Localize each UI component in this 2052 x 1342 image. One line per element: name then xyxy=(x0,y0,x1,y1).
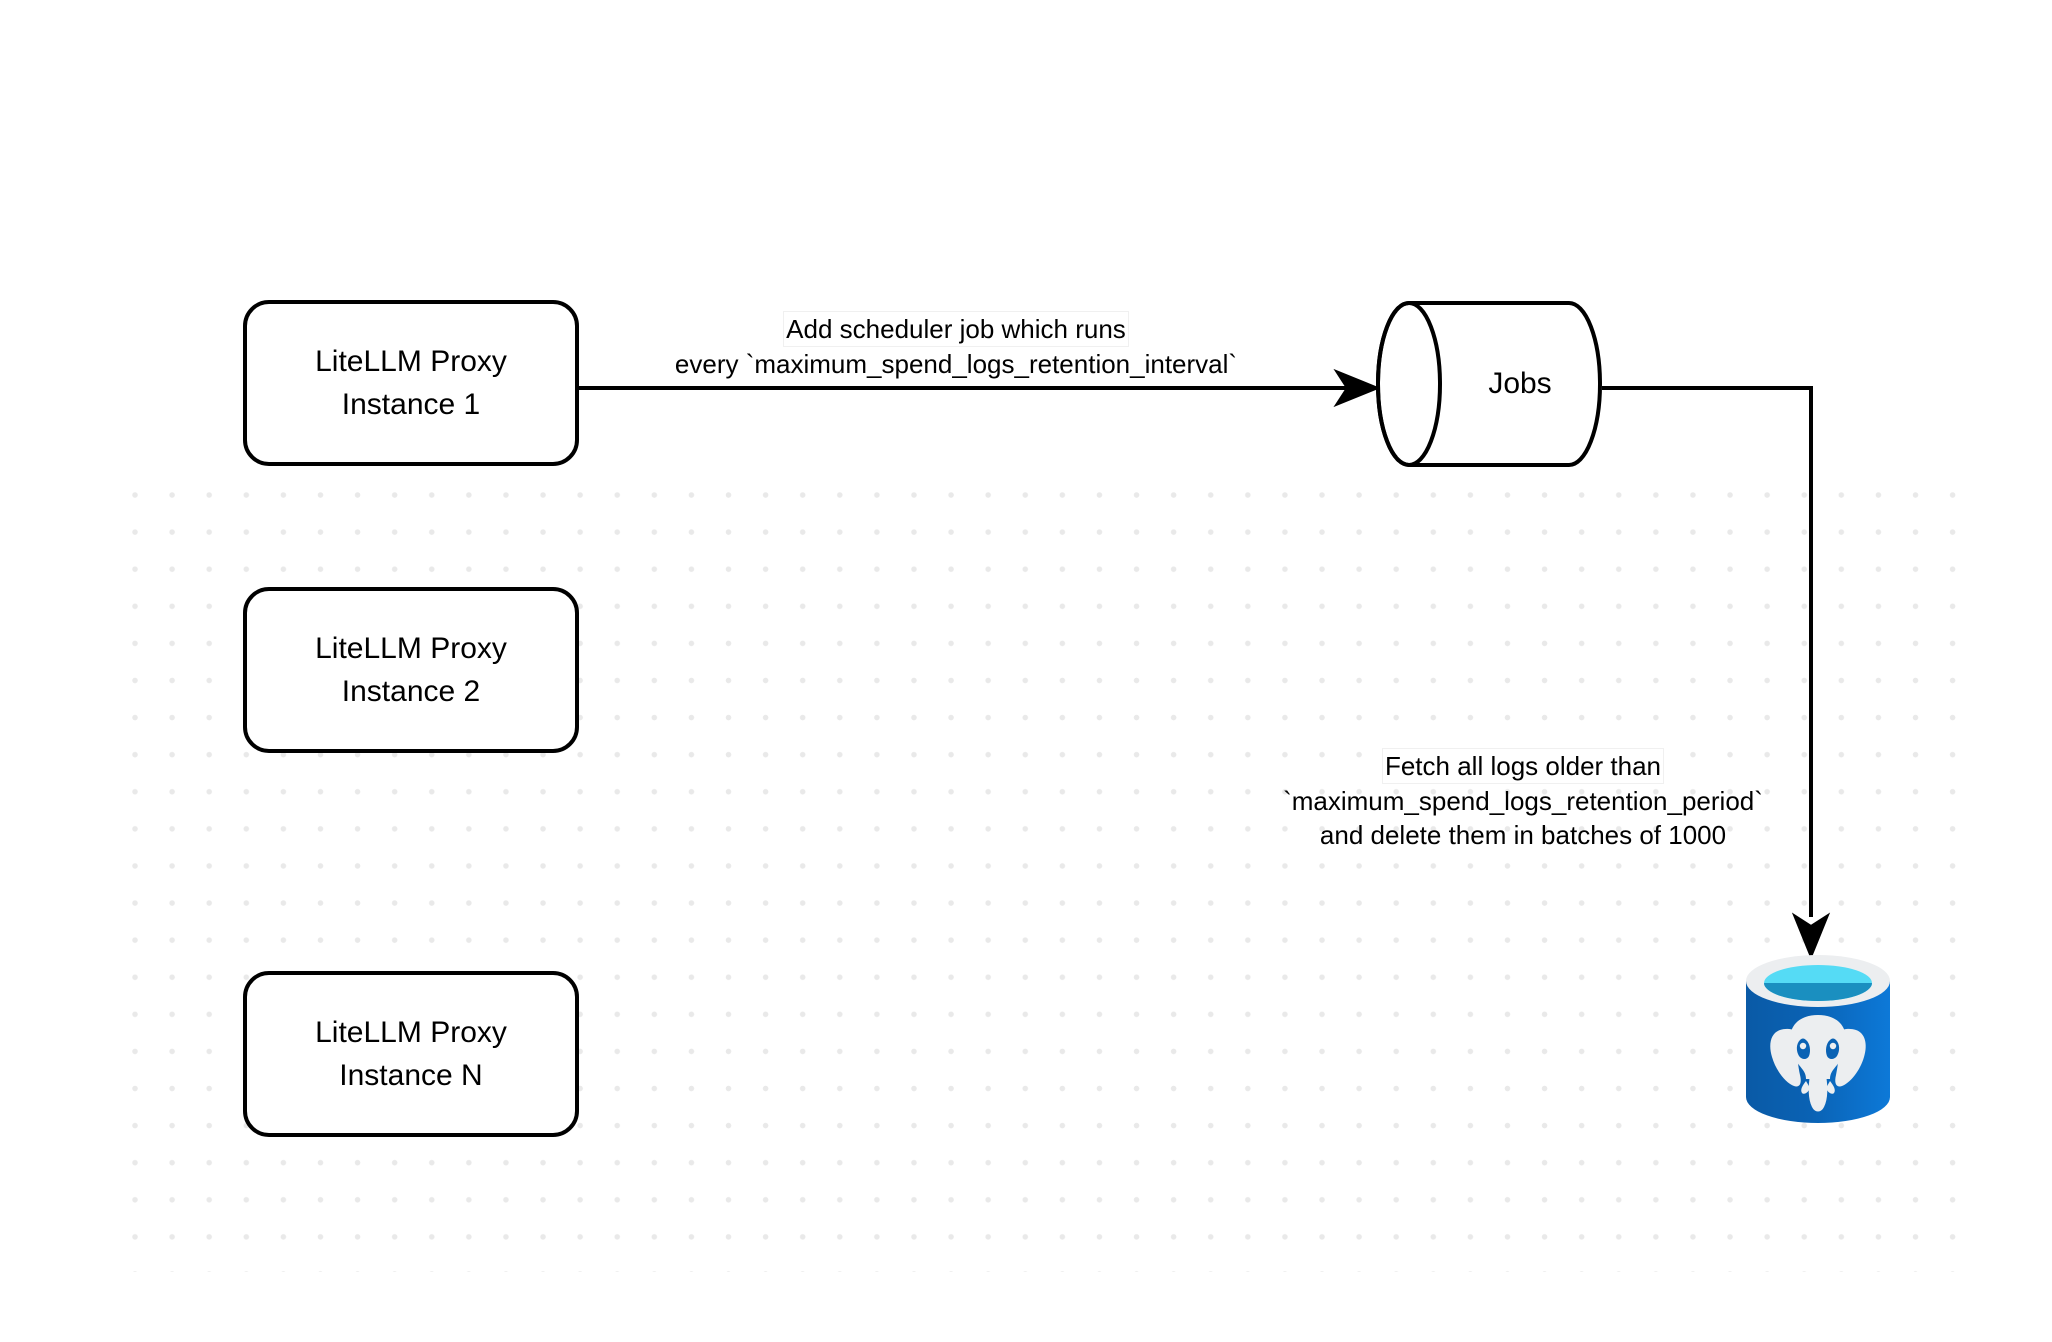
edge-label-scheduler-line2: every `maximum_spend_logs_retention_inte… xyxy=(674,349,1238,379)
node-proxy-instance-n-line1: LiteLLM Proxy xyxy=(315,1016,507,1049)
node-proxy-instance-1-line2: Instance 1 xyxy=(341,388,481,421)
node-proxy-instance-2[interactable]: LiteLLM Proxy Instance 2 xyxy=(243,587,579,753)
edge-label-fetch-delete-line2: `maximum_spend_logs_retention_period` xyxy=(1283,786,1763,816)
node-proxy-instance-2-line2: Instance 2 xyxy=(341,675,481,708)
postgresql-database-graphic xyxy=(1746,955,1890,1123)
node-proxy-instance-1-line1: LiteLLM Proxy xyxy=(315,345,507,378)
jobs-cylinder-shape xyxy=(1376,301,1602,467)
postgresql-database-icon[interactable] xyxy=(1742,947,1894,1123)
edge-label-fetch-delete-line3: and delete them in batches of 1000 xyxy=(1319,820,1727,850)
edge-label-scheduler: Add scheduler job which runs every `maxi… xyxy=(608,311,1304,381)
node-proxy-instance-n[interactable]: LiteLLM Proxy Instance N xyxy=(243,971,579,1137)
node-proxy-instance-2-line1: LiteLLM Proxy xyxy=(315,632,507,665)
edge-proxy-to-jobs-arrowhead xyxy=(1333,368,1381,408)
edge-label-scheduler-line1: Add scheduler job which runs xyxy=(783,311,1129,347)
edge-label-fetch-delete-line1: Fetch all logs older than xyxy=(1381,748,1665,784)
node-jobs-queue[interactable]: Jobs xyxy=(1376,301,1602,467)
node-proxy-instance-1[interactable]: LiteLLM Proxy Instance 1 xyxy=(243,300,579,466)
node-jobs-queue-label: Jobs xyxy=(1488,367,1552,400)
node-proxy-instance-n-line2: Instance N xyxy=(339,1059,483,1092)
edge-label-fetch-delete: Fetch all logs older than `maximum_spend… xyxy=(1238,748,1808,852)
